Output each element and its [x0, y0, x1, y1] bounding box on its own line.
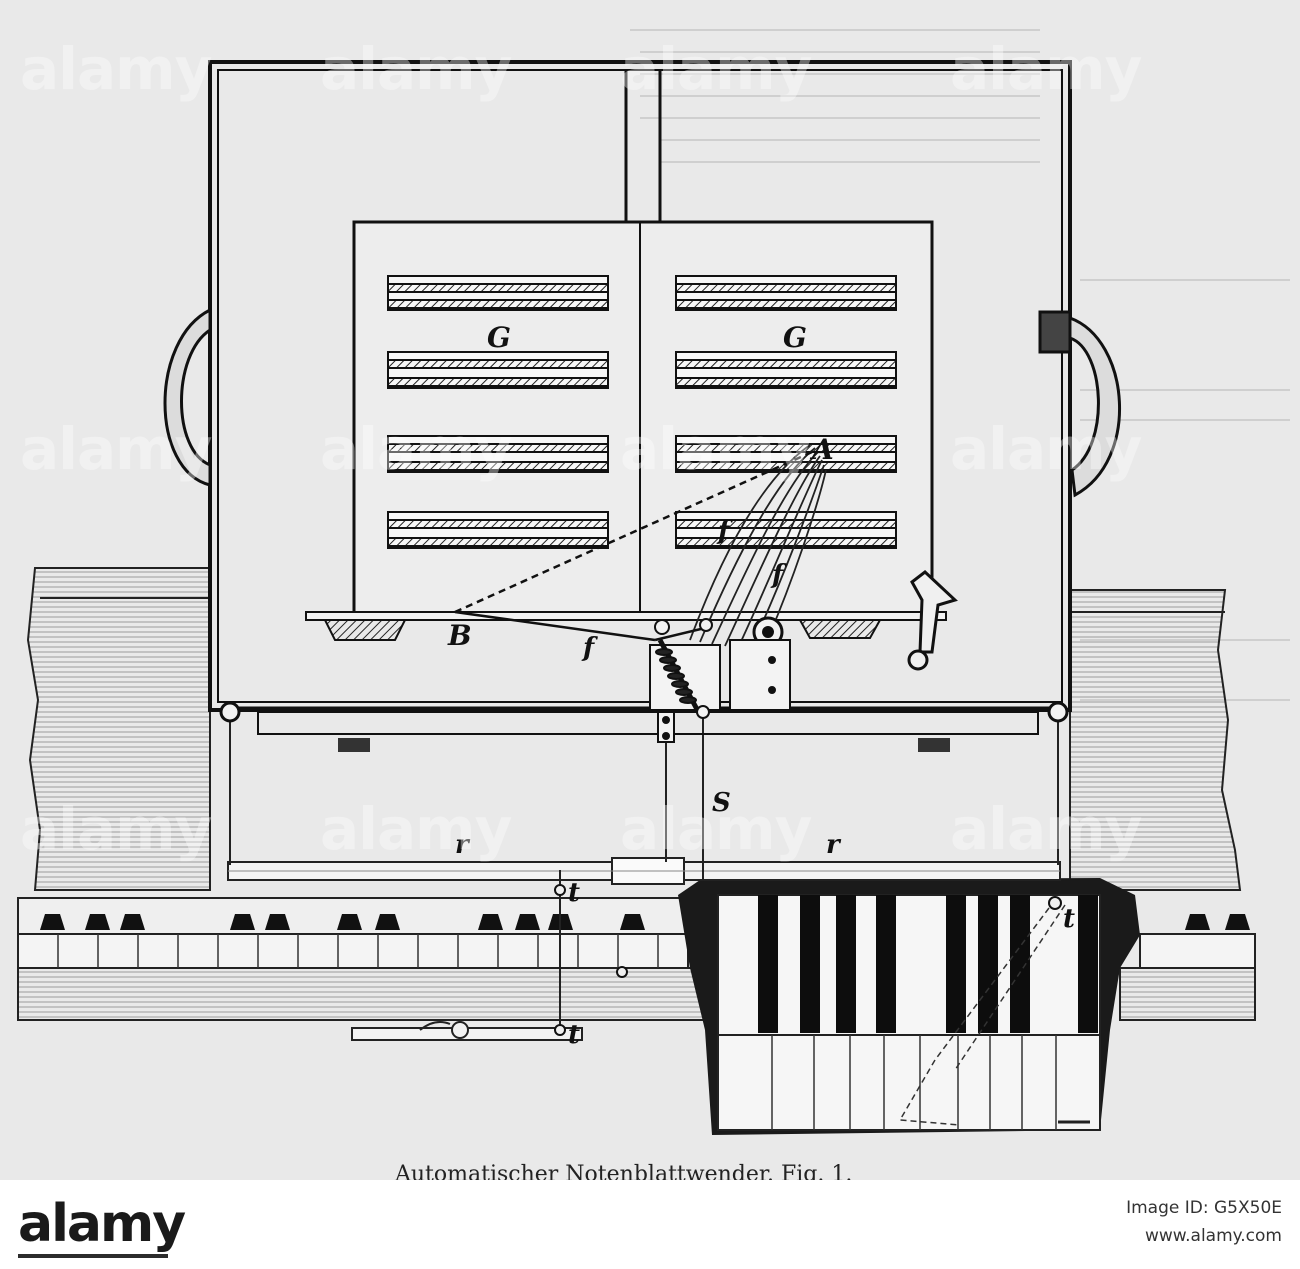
watermark: alamy	[20, 795, 212, 863]
label-f-upper: f	[718, 516, 730, 546]
crank-handle	[907, 570, 958, 671]
engraving-scan: G G A B f f f S r r t t t alamy alamy al…	[0, 0, 1300, 1180]
watermark: alamy	[950, 795, 1142, 863]
string-f	[454, 610, 706, 642]
label-s: S	[712, 788, 731, 818]
brand-underline	[18, 1254, 168, 1258]
label-f-middle: f	[772, 560, 784, 590]
piano-page-turner-diagram	[17, 29, 1290, 1135]
brand-logo: alamy	[18, 1194, 186, 1254]
label-g-left: G	[487, 321, 511, 354]
watermark: alamy	[20, 415, 212, 483]
watermark: alamy	[320, 795, 512, 863]
label-t-lower: t	[568, 1020, 581, 1050]
watermark: alamy	[950, 415, 1142, 483]
watermark: alamy	[620, 415, 812, 483]
site-url: www.alamy.com	[1144, 1226, 1282, 1246]
label-f-lower: f	[583, 633, 595, 663]
keyboard-cutaway	[678, 878, 1140, 1135]
image-id: Image ID: G5X50E	[1126, 1198, 1282, 1218]
pull-wires	[229, 715, 1059, 1028]
watermark: alamy	[950, 35, 1142, 103]
pedal-lever	[351, 1021, 583, 1041]
label-b: B	[448, 619, 472, 652]
watermark: alamy	[320, 415, 512, 483]
label-t-upper: t	[568, 878, 581, 908]
label-r-right: r	[826, 830, 840, 860]
watermark: alamy	[620, 795, 812, 863]
stand-frame	[208, 60, 1072, 752]
rod-r	[227, 857, 1061, 885]
dashed-line-a-b	[454, 450, 813, 614]
footer-bar: alamy Image ID: G5X50E www.alamy.com	[0, 1180, 1300, 1269]
image-info: Image ID: G5X50E www.alamy.com	[1126, 1194, 1282, 1250]
stand-handles	[163, 307, 1122, 498]
watermark: alamy	[20, 35, 212, 103]
sheet-ledge	[305, 611, 947, 641]
label-g-right: G	[783, 321, 807, 354]
watermark: alamy	[320, 35, 512, 103]
label-r-left: r	[455, 830, 469, 860]
music-sheet	[352, 220, 934, 616]
mechanism	[649, 616, 791, 743]
figure-caption: Automatischer Notenblattwender. Fig. 1.	[395, 1162, 853, 1180]
label-a: A	[812, 433, 834, 466]
label-t-right: t	[1063, 904, 1076, 934]
watermark: alamy	[620, 35, 812, 103]
rod-fittings	[554, 884, 1062, 1036]
